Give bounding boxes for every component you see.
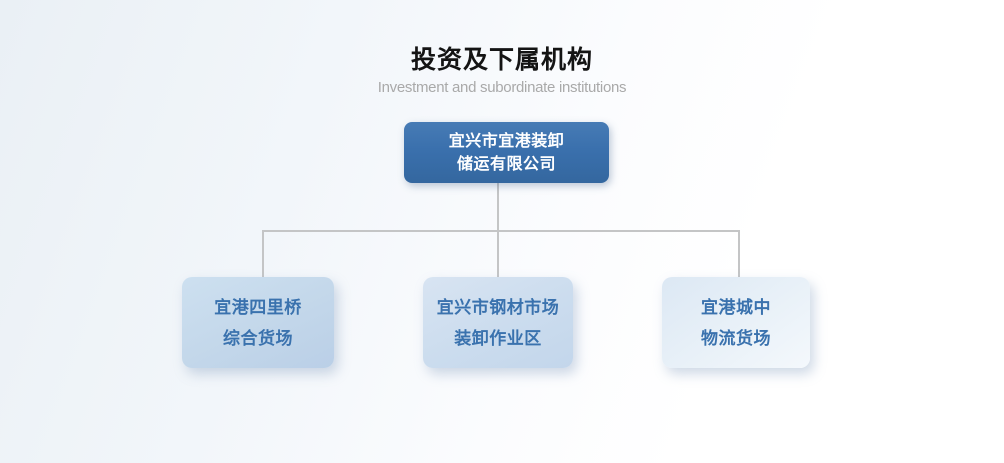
connector-right-vertical [738,230,740,278]
org-node-root-line1: 宜兴市宜港装卸 [448,132,565,150]
connector-left-vertical [262,230,264,278]
connector-horizontal [262,230,740,232]
org-node-child-siliqiao: 宜港四里桥 综合货场 [182,277,334,368]
org-node-child-line2: 物流货场 [701,328,771,348]
org-node-child-line1: 宜兴市钢材市场 [436,297,560,317]
org-node-root: 宜兴市宜港装卸 储运有限公司 [404,122,609,183]
page-title: 投资及下属机构 [410,46,593,74]
page-subtitle: Investment and subordinate institutions [377,79,627,96]
org-node-child-chengzhong: 宜港城中 物流货场 [662,277,810,368]
org-node-child-line2: 装卸作业区 [454,328,542,348]
org-node-child-line1: 宜港城中 [701,297,771,317]
org-node-child-line2: 综合货场 [223,328,293,348]
org-node-child-line1: 宜港四里桥 [214,297,302,317]
org-node-child-steel-market: 宜兴市钢材市场 装卸作业区 [423,277,573,368]
org-node-root-line2: 储运有限公司 [456,155,556,173]
